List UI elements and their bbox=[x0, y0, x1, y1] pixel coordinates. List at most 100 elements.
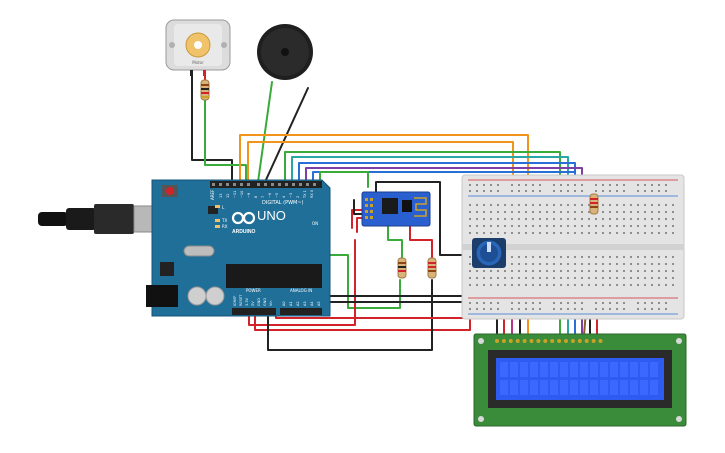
breadboard-hole bbox=[658, 211, 660, 213]
breadboard-hole bbox=[602, 302, 604, 304]
breadboard-hole bbox=[497, 218, 499, 220]
breadboard-hole bbox=[581, 308, 583, 310]
breadboard-hole bbox=[553, 184, 555, 186]
breadboard-hole bbox=[665, 302, 667, 304]
breadboard-hole bbox=[567, 270, 569, 272]
breadboard-hole bbox=[511, 277, 513, 279]
lcd-16x2 bbox=[473, 333, 687, 427]
breadboard-hole bbox=[672, 211, 674, 213]
breadboard-hole bbox=[497, 211, 499, 213]
breadboard-hole bbox=[616, 204, 618, 206]
breadboard-hole bbox=[504, 204, 506, 206]
lcd-cell bbox=[620, 362, 628, 377]
breadboard-hole bbox=[504, 270, 506, 272]
breadboard-hole bbox=[476, 277, 478, 279]
breadboard-hole bbox=[644, 284, 646, 286]
breadboard-hole bbox=[588, 211, 590, 213]
breadboard-hole bbox=[511, 204, 513, 206]
lcd-cell bbox=[590, 380, 598, 395]
breadboard-hole bbox=[644, 308, 646, 310]
breadboard-hole bbox=[623, 225, 625, 227]
breadboard-hole bbox=[525, 308, 527, 310]
breadboard-hole bbox=[546, 263, 548, 265]
lcd-cell bbox=[500, 362, 508, 377]
breadboard-hole bbox=[483, 218, 485, 220]
breadboard-hole bbox=[644, 232, 646, 234]
breadboard-hole bbox=[602, 284, 604, 286]
breadboard-hole bbox=[637, 184, 639, 186]
breadboard-hole bbox=[532, 302, 534, 304]
breadboard-hole bbox=[581, 204, 583, 206]
breadboard-hole bbox=[637, 256, 639, 258]
breadboard-hole bbox=[539, 270, 541, 272]
lcd-cell bbox=[520, 380, 528, 395]
breadboard-hole bbox=[518, 184, 520, 186]
power-header-label: POWER bbox=[246, 288, 261, 293]
breadboard-hole bbox=[602, 218, 604, 220]
pin-label: A0 bbox=[282, 301, 286, 306]
board-model: UNO bbox=[257, 208, 286, 223]
digital-header-label: DIGITAL (PWM~) bbox=[262, 200, 304, 206]
breadboard-hole bbox=[637, 270, 639, 272]
breadboard-hole bbox=[574, 302, 576, 304]
breadboard-hole bbox=[623, 211, 625, 213]
breadboard-hole bbox=[574, 218, 576, 220]
breadboard-hole bbox=[595, 302, 597, 304]
breadboard-hole bbox=[525, 190, 527, 192]
breadboard-hole bbox=[665, 204, 667, 206]
lcd-cell bbox=[620, 380, 628, 395]
pin-label: A5 bbox=[317, 301, 321, 306]
breadboard-hole bbox=[560, 277, 562, 279]
pin-label: ~6 bbox=[268, 193, 272, 198]
breadboard-hole bbox=[511, 190, 513, 192]
breadboard-hole bbox=[476, 232, 478, 234]
breadboard-hole bbox=[518, 225, 520, 227]
pin-label: ~9 bbox=[247, 193, 251, 198]
breadboard-hole bbox=[567, 256, 569, 258]
breadboard-hole bbox=[567, 232, 569, 234]
breadboard-hole bbox=[658, 302, 660, 304]
breadboard-hole bbox=[476, 204, 478, 206]
breadboard-hole bbox=[532, 204, 534, 206]
breadboard-hole bbox=[637, 263, 639, 265]
lcd-pin bbox=[584, 339, 589, 343]
breadboard-hole bbox=[665, 277, 667, 279]
breadboard-hole bbox=[588, 284, 590, 286]
breadboard-hole bbox=[665, 308, 667, 310]
breadboard-hole bbox=[581, 225, 583, 227]
pin-label: RX 0 bbox=[310, 190, 314, 198]
breadboard-hole bbox=[672, 277, 674, 279]
lcd-cell bbox=[650, 362, 658, 377]
breadboard-hole bbox=[483, 284, 485, 286]
breadboard-hole bbox=[574, 270, 576, 272]
power-header bbox=[232, 308, 276, 315]
pin-label: 7 bbox=[261, 196, 265, 198]
breadboard-hole bbox=[469, 218, 471, 220]
lcd-pin bbox=[529, 339, 534, 343]
breadboard-hole bbox=[525, 211, 527, 213]
breadboard-hole bbox=[497, 225, 499, 227]
breadboard-hole bbox=[616, 225, 618, 227]
breadboard-hole bbox=[476, 302, 478, 304]
breadboard-hole bbox=[651, 204, 653, 206]
breadboard-hole bbox=[616, 256, 618, 258]
breadboard-hole bbox=[553, 270, 555, 272]
breadboard-hole bbox=[518, 277, 520, 279]
breadboard-hole bbox=[574, 184, 576, 186]
breadboard-hole bbox=[595, 225, 597, 227]
breadboard-hole bbox=[658, 256, 660, 258]
breadboard-hole bbox=[623, 190, 625, 192]
breadboard-hole bbox=[672, 225, 674, 227]
breadboard-hole bbox=[553, 225, 555, 227]
breadboard-hole bbox=[672, 256, 674, 258]
breadboard-hole bbox=[567, 204, 569, 206]
breadboard-hole bbox=[511, 308, 513, 310]
breadboard-hole bbox=[490, 232, 492, 234]
board-brand: ARDUINO bbox=[232, 229, 255, 235]
breadboard-hole bbox=[637, 204, 639, 206]
breadboard-hole bbox=[560, 270, 562, 272]
breadboard-hole bbox=[553, 256, 555, 258]
aref-label: AREF bbox=[210, 189, 215, 200]
breadboard-hole bbox=[553, 308, 555, 310]
